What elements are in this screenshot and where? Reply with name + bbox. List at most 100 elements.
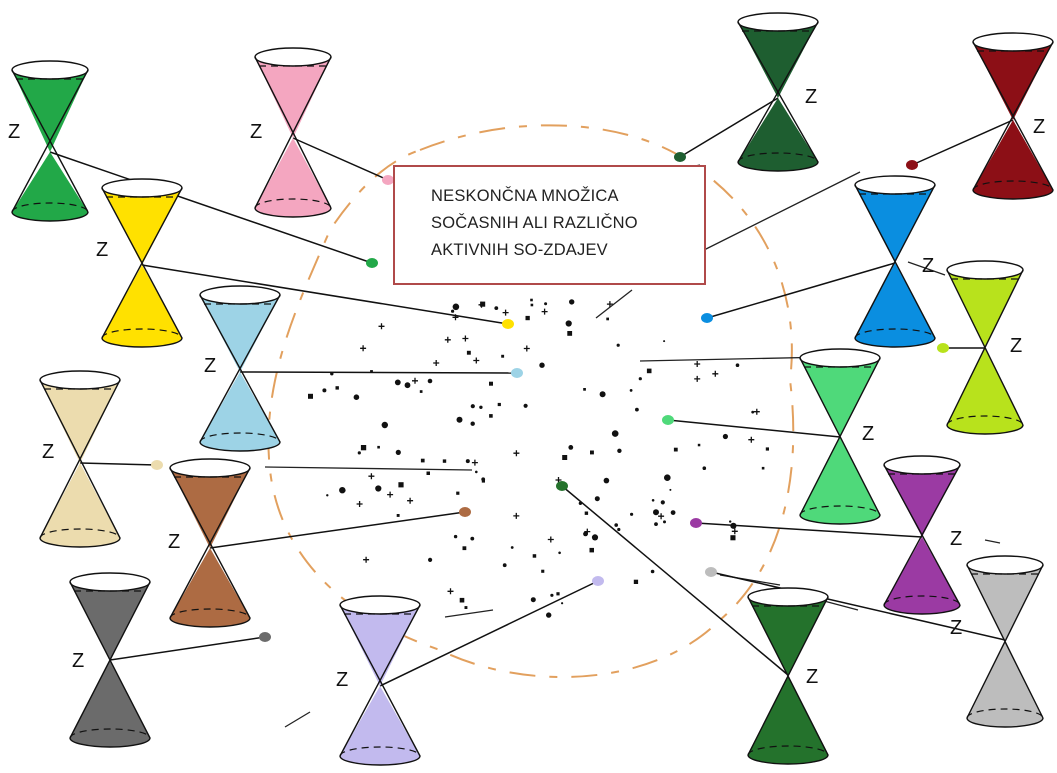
event-dot xyxy=(523,345,530,352)
light-cone-13: Z xyxy=(69,572,151,748)
event-dot xyxy=(308,393,313,399)
event-dot xyxy=(635,407,639,412)
event-dot xyxy=(489,381,493,386)
cone-outline xyxy=(972,41,1054,191)
event-point-9 xyxy=(151,460,163,470)
cone-label-z: Z xyxy=(805,86,817,108)
event-dot xyxy=(378,323,385,330)
cone-bottom-rim xyxy=(799,514,881,525)
event-dot xyxy=(654,522,658,526)
event-dot xyxy=(412,377,418,384)
cone-bottom-rim-dashed xyxy=(11,202,89,213)
event-dot xyxy=(606,317,609,321)
event-dot xyxy=(658,513,665,520)
event-dot xyxy=(558,551,561,555)
connector-line-16 xyxy=(710,571,1006,641)
event-dot xyxy=(502,563,507,568)
cone-bottom-rim-dashed xyxy=(69,728,151,739)
cone-top-rim xyxy=(946,260,1024,280)
event-dot xyxy=(525,315,530,321)
event-dot xyxy=(629,389,633,392)
event-dot xyxy=(591,534,599,541)
event-point-2 xyxy=(382,175,394,185)
connector-line-2 xyxy=(292,137,389,181)
event-dot xyxy=(765,447,769,451)
connector-line-5 xyxy=(141,264,509,325)
cone-bottom-rim-dashed xyxy=(854,328,936,339)
event-dot xyxy=(395,449,401,455)
event-dot xyxy=(475,470,478,474)
event-dot xyxy=(530,298,533,302)
cone-bottom-rim xyxy=(737,161,819,172)
label-line-3: AKTIVNIH SO-ZDAJEV xyxy=(431,241,608,259)
event-dot xyxy=(368,473,375,480)
future-cone xyxy=(40,380,120,463)
event-dot xyxy=(459,597,465,603)
event-dot xyxy=(670,510,676,515)
event-dot xyxy=(547,536,554,543)
past-cone xyxy=(200,372,280,442)
cone-bottom-rim-dashed xyxy=(966,708,1044,719)
event-dot xyxy=(630,512,634,516)
light-cone-14: Z xyxy=(336,595,421,766)
past-cone xyxy=(70,660,150,738)
event-dot xyxy=(663,340,666,343)
cone-top-rim xyxy=(11,60,89,80)
event-point-14 xyxy=(592,576,604,586)
cone-bottom-rim-dashed xyxy=(747,745,829,756)
event-dot xyxy=(650,569,655,574)
event-dot xyxy=(664,474,671,482)
cone-top-rim xyxy=(101,178,183,198)
event-dot xyxy=(377,445,380,449)
cone-outline xyxy=(199,294,281,443)
event-dot xyxy=(451,309,455,313)
light-cone-12: Z xyxy=(883,455,962,615)
cone-bottom-rim xyxy=(69,737,151,748)
connector-line xyxy=(823,600,859,611)
event-point-16 xyxy=(705,567,717,577)
event-dot xyxy=(407,497,414,504)
event-dot xyxy=(544,302,548,306)
past-cone xyxy=(170,548,250,618)
cone-label-z: Z xyxy=(862,423,874,445)
cone-bottom-rim-dashed xyxy=(101,328,183,339)
light-cone-3: Z xyxy=(737,12,819,172)
event-dot xyxy=(638,377,642,381)
event-dot xyxy=(478,301,485,308)
connector-line-10 xyxy=(667,419,841,438)
cone-label-z: Z xyxy=(8,121,20,143)
future-cone xyxy=(800,358,880,437)
past-cone xyxy=(748,675,828,755)
event-dot xyxy=(444,336,451,343)
cone-bottom-rim-dashed xyxy=(199,432,281,443)
cone-bottom-rim xyxy=(339,755,421,766)
cone-label-z: Z xyxy=(336,669,348,691)
cone-top-rim xyxy=(254,47,332,67)
future-cone xyxy=(738,22,818,98)
connector-line-3 xyxy=(679,97,779,158)
event-dot xyxy=(489,414,493,418)
event-dot xyxy=(562,455,568,460)
cone-top-rim xyxy=(39,370,121,390)
event-dot xyxy=(375,485,382,492)
event-dot xyxy=(584,528,591,535)
cone-outline xyxy=(11,69,89,213)
cone-top-rim xyxy=(972,32,1054,52)
event-dot xyxy=(611,430,619,437)
event-dot xyxy=(462,546,467,551)
event-dot xyxy=(433,360,440,366)
future-cone xyxy=(70,582,150,660)
event-dot xyxy=(599,391,606,398)
event-dot xyxy=(494,306,499,310)
connector-line-14 xyxy=(379,580,599,687)
future-cone xyxy=(884,465,960,537)
event-dot xyxy=(470,536,475,541)
cone-top-rim xyxy=(69,572,151,592)
event-dot xyxy=(731,528,738,535)
light-cone-16: Z xyxy=(950,555,1044,728)
event-dot xyxy=(356,501,363,507)
cone-label-z: Z xyxy=(950,528,962,550)
event-point-8 xyxy=(937,343,949,353)
event-dot xyxy=(502,309,509,316)
future-cone xyxy=(200,295,280,372)
